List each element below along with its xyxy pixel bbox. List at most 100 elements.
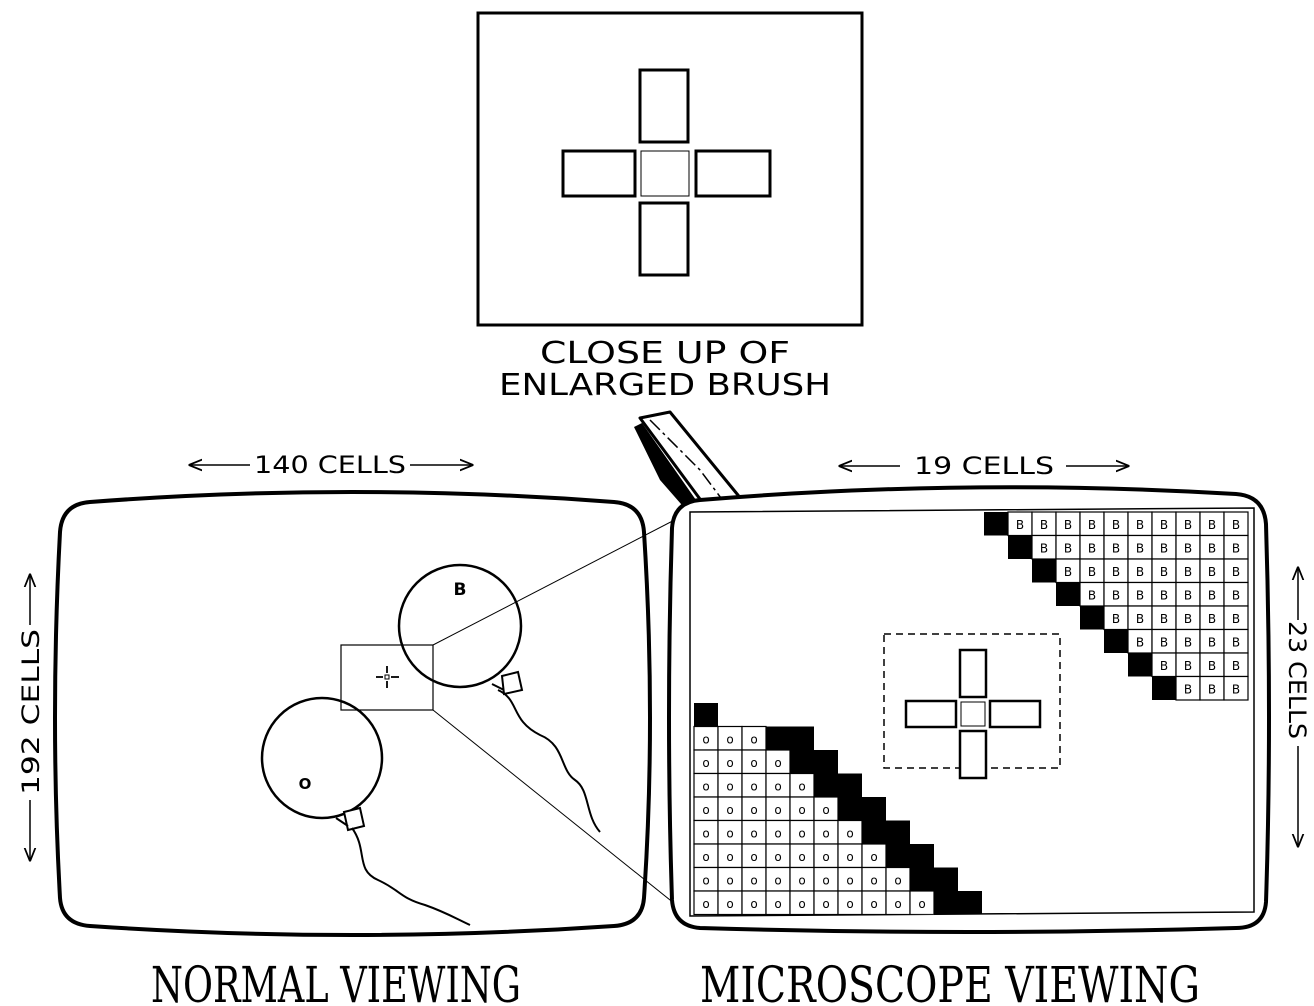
black-edge-cell bbox=[790, 727, 814, 751]
o-cell-letter: o bbox=[726, 826, 733, 840]
o-cell-letter: o bbox=[774, 873, 781, 887]
b-cell-letter: B bbox=[1208, 612, 1216, 626]
o-cell-letter: o bbox=[798, 850, 805, 864]
b-cell-letter: B bbox=[1064, 565, 1072, 579]
o-cell-letter: o bbox=[798, 826, 805, 840]
o-cell-letter: o bbox=[726, 873, 733, 887]
b-cell-letter: B bbox=[1208, 565, 1216, 579]
b-cell-letter: B bbox=[1184, 659, 1192, 673]
black-edge-cell bbox=[838, 797, 862, 821]
o-cell-letter: o bbox=[726, 756, 733, 770]
black-edge-cell bbox=[1056, 583, 1080, 607]
micro-brush-arm-bottom bbox=[960, 731, 986, 778]
b-cell-letter: B bbox=[1040, 518, 1048, 532]
b-cell-letter: B bbox=[1136, 635, 1144, 649]
black-edge-cell bbox=[1008, 536, 1032, 560]
black-edge-cell bbox=[1032, 559, 1056, 583]
o-cell-letter: o bbox=[822, 873, 829, 887]
black-edge-cell bbox=[766, 727, 790, 751]
closeup-frame bbox=[478, 13, 862, 325]
black-edge-cell bbox=[862, 797, 886, 821]
o-cell-letter: o bbox=[846, 826, 853, 840]
b-cell-letter: B bbox=[1088, 588, 1096, 602]
o-cell-letter: o bbox=[870, 897, 877, 911]
black-edge-cell bbox=[958, 891, 982, 915]
black-edge-cell bbox=[910, 868, 934, 892]
closeup-panel: CLOSE UP OF ENLARGED BRUSH bbox=[478, 13, 862, 403]
black-edge-cell bbox=[1152, 677, 1176, 701]
o-cell-letter: o bbox=[702, 897, 709, 911]
o-cell-letter: o bbox=[702, 756, 709, 770]
black-edge-cell bbox=[1104, 630, 1128, 654]
b-cell-letter: B bbox=[1232, 635, 1240, 649]
black-edge-cell bbox=[790, 750, 814, 774]
b-cell-letter: B bbox=[1184, 682, 1192, 696]
o-cell-letter: o bbox=[750, 732, 757, 746]
o-cell-letter: o bbox=[918, 897, 925, 911]
o-cell-letter: o bbox=[702, 732, 709, 746]
o-cell-letter: o bbox=[702, 850, 709, 864]
micro-brush-center bbox=[961, 702, 985, 726]
micro-brush-arm-left bbox=[906, 701, 956, 727]
micro-brush-arm-right bbox=[990, 701, 1040, 727]
o-cell-letter: o bbox=[846, 873, 853, 887]
normal-width-label: 140 CELLS bbox=[254, 451, 406, 479]
o-cell-letter: o bbox=[774, 779, 781, 793]
o-cell-letter: o bbox=[726, 897, 733, 911]
black-edge-cell bbox=[694, 703, 718, 727]
b-cell-letter: B bbox=[1112, 612, 1120, 626]
black-edge-cell bbox=[1128, 653, 1152, 677]
o-cell-letter: o bbox=[750, 803, 757, 817]
closeup-caption-line1: CLOSE UP OF bbox=[540, 336, 790, 371]
b-cell-letter: B bbox=[1232, 565, 1240, 579]
o-cell-letter: o bbox=[798, 897, 805, 911]
b-cell-letter: B bbox=[1136, 565, 1144, 579]
micro-brush-arm-top bbox=[960, 650, 986, 697]
b-cell-letter: B bbox=[1232, 541, 1240, 555]
b-cell-letter: B bbox=[1088, 565, 1096, 579]
b-cell-letter: B bbox=[1160, 588, 1168, 602]
o-cell-letter: o bbox=[726, 850, 733, 864]
balloon-b-label: B bbox=[454, 580, 467, 600]
b-cell-letter: B bbox=[1184, 565, 1192, 579]
b-cell-letter: B bbox=[1232, 518, 1240, 532]
balloon-o-label: O bbox=[299, 775, 312, 793]
b-cell-letter: B bbox=[1160, 612, 1168, 626]
b-cell-letter: B bbox=[1088, 518, 1096, 532]
b-cell-letter: B bbox=[1064, 541, 1072, 555]
micro-width-label: 19 CELLS bbox=[914, 452, 1054, 480]
o-cell-letter: o bbox=[750, 826, 757, 840]
black-edge-cell bbox=[1080, 606, 1104, 630]
b-cell-letter: B bbox=[1208, 659, 1216, 673]
b-cell-letter: B bbox=[1136, 612, 1144, 626]
b-cell-letter: B bbox=[1160, 635, 1168, 649]
micro-height-label: 23 CELLS bbox=[1283, 621, 1311, 739]
o-cell-letter: o bbox=[870, 850, 877, 864]
microscope-viewing-title: MICROSCOPE VIEWING bbox=[700, 956, 1200, 1006]
o-cell-letter: o bbox=[702, 873, 709, 887]
o-cell-letter: o bbox=[846, 897, 853, 911]
black-edge-cell bbox=[910, 844, 934, 868]
black-edge-cell bbox=[814, 750, 838, 774]
o-cell-letter: o bbox=[822, 803, 829, 817]
b-cell-letter: B bbox=[1088, 541, 1096, 555]
o-cell-letter: o bbox=[870, 873, 877, 887]
b-cell-letter: B bbox=[1040, 541, 1048, 555]
b-cell-letter: B bbox=[1160, 565, 1168, 579]
o-cell-letter: o bbox=[750, 779, 757, 793]
b-cell-letter: B bbox=[1064, 518, 1072, 532]
o-cell-letter: o bbox=[894, 873, 901, 887]
b-cell-letter: B bbox=[1184, 635, 1192, 649]
b-cell-letter: B bbox=[1112, 518, 1120, 532]
b-cell-letter: B bbox=[1136, 541, 1144, 555]
o-cell-letter: o bbox=[774, 826, 781, 840]
o-cell-letter: o bbox=[702, 779, 709, 793]
b-cell-letter: B bbox=[1184, 588, 1192, 602]
b-cell-letter: B bbox=[1112, 565, 1120, 579]
b-cell-letter: B bbox=[1112, 541, 1120, 555]
o-cell-letter: o bbox=[726, 803, 733, 817]
o-cell-letter: o bbox=[774, 897, 781, 911]
closeup-caption-line2: ENLARGED BRUSH bbox=[499, 368, 831, 403]
b-cell-letter: B bbox=[1184, 541, 1192, 555]
